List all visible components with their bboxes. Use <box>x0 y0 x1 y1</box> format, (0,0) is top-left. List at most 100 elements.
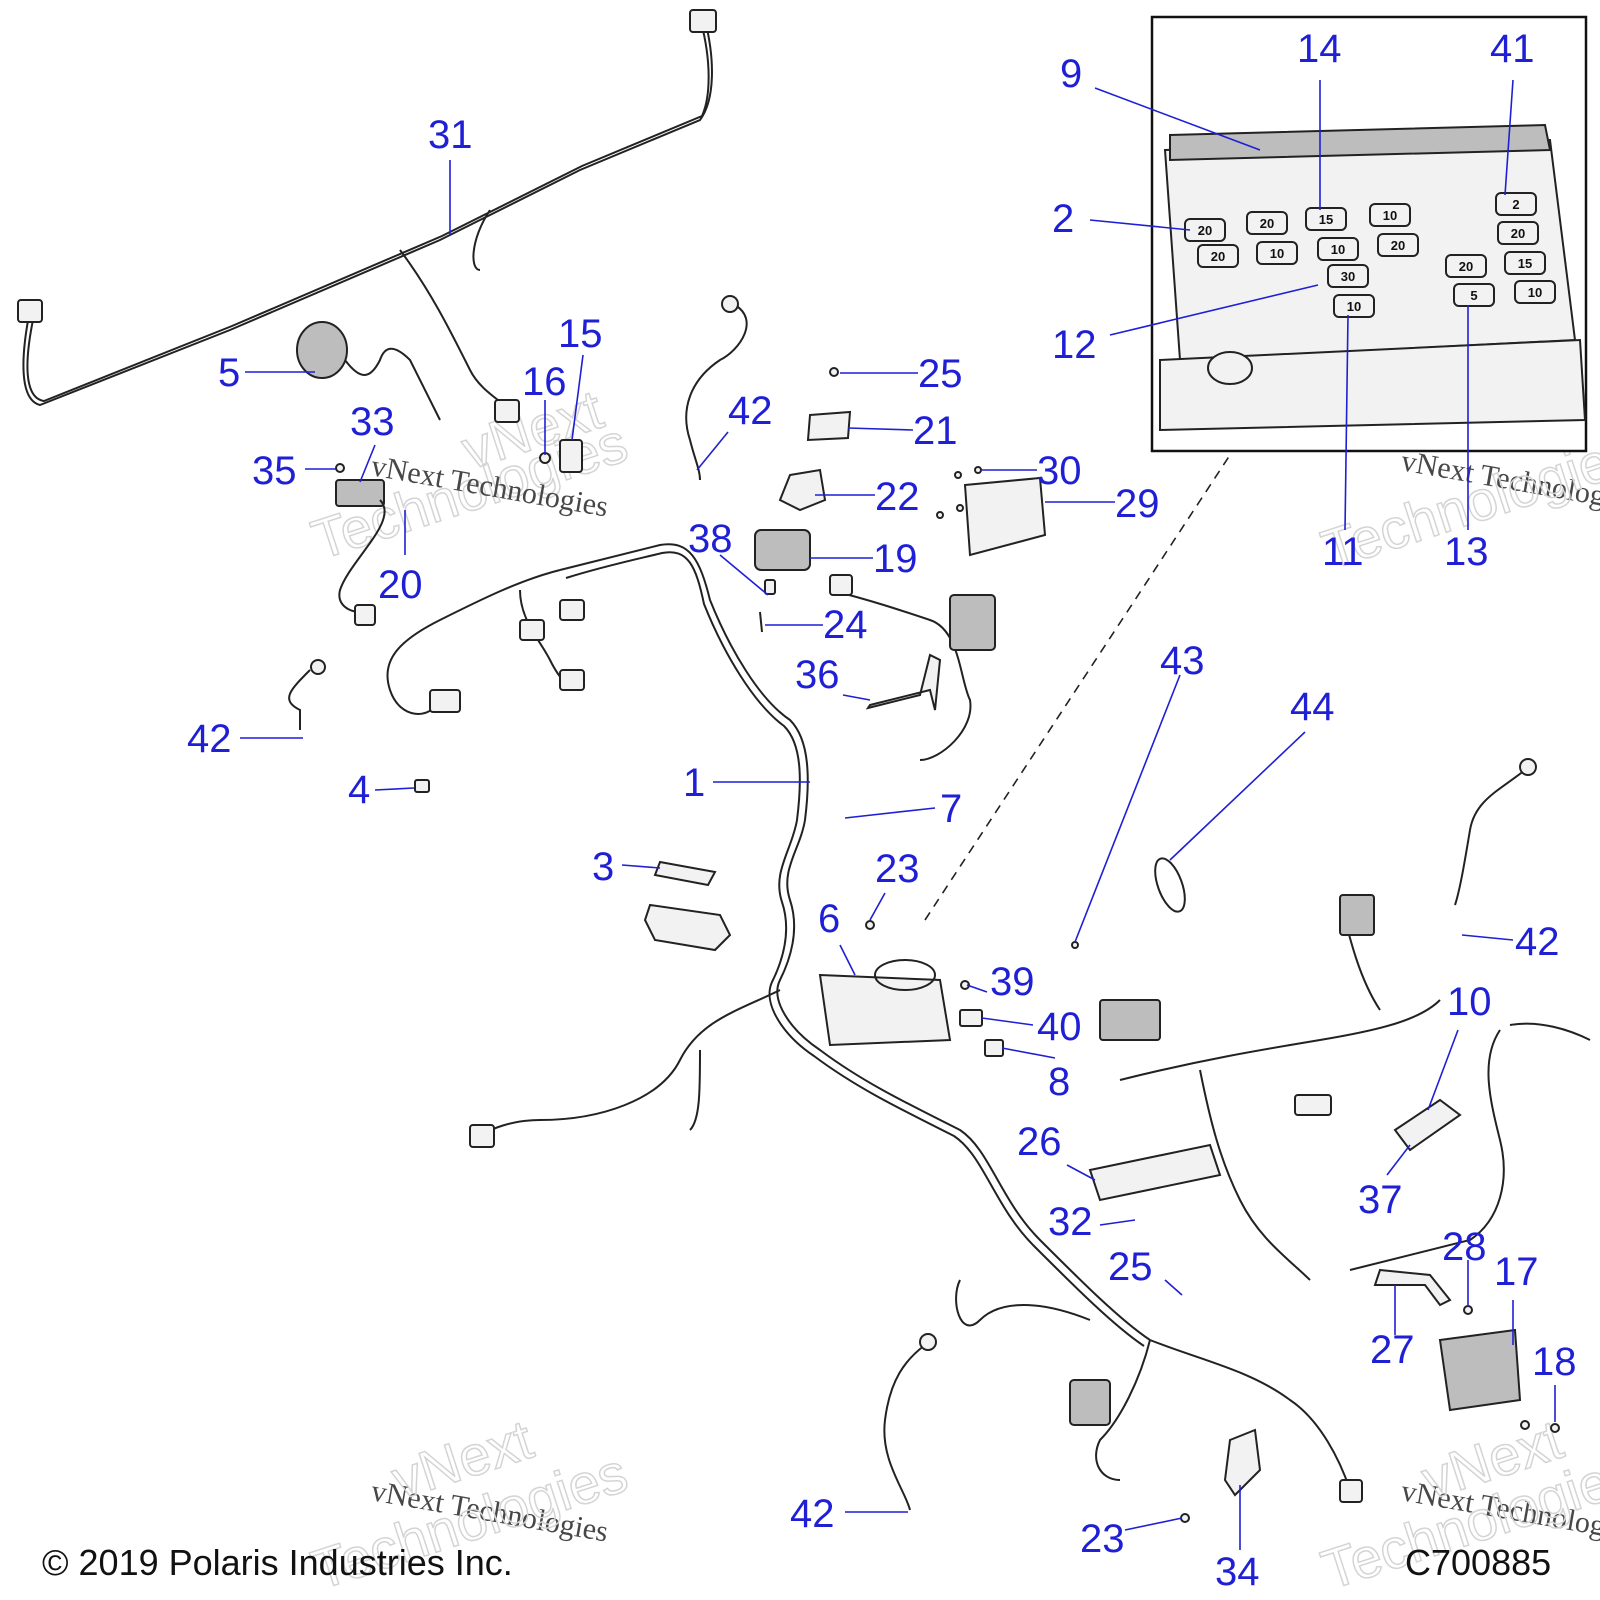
fuse-rating: 20 <box>1211 249 1225 264</box>
callout-3: 3 <box>592 845 614 889</box>
fuse: 10 <box>1369 203 1411 227</box>
leader-41 <box>1504 79 1514 196</box>
callout-20: 20 <box>378 563 423 607</box>
leader-44 <box>1169 731 1306 861</box>
connector <box>494 399 520 423</box>
leader-37 <box>1386 1144 1411 1176</box>
grommet-10 <box>1393 1098 1462 1152</box>
callout-labels: 31 5 16 15 33 35 20 42 4 42 25 21 22 38 … <box>187 27 1577 1594</box>
callout-21: 21 <box>913 409 958 453</box>
callout-10: 10 <box>1447 980 1492 1024</box>
callout-2: 2 <box>1052 197 1074 241</box>
callout-19: 19 <box>873 537 918 581</box>
part-30 <box>956 504 964 512</box>
part-18 <box>1520 1420 1530 1430</box>
callout-38: 38 <box>688 517 733 561</box>
part-8 <box>984 1039 1004 1057</box>
fuse-rating: 5 <box>1470 288 1477 303</box>
callout-12: 12 <box>1052 323 1097 367</box>
part-30 <box>974 466 982 474</box>
leader-23a <box>869 892 886 921</box>
regulator-17 <box>1438 1328 1522 1412</box>
rear-harness-connector <box>17 299 43 323</box>
part-38 <box>764 579 776 595</box>
fuse: 10 <box>1317 237 1359 261</box>
leader-10 <box>1427 1029 1459 1111</box>
part-19 <box>754 529 811 571</box>
callout-16: 16 <box>522 360 567 404</box>
part-23 <box>865 920 875 930</box>
leader-42b <box>696 431 729 471</box>
fuse-rating: 20 <box>1511 226 1525 241</box>
connector <box>1069 1379 1111 1426</box>
callout-11: 11 <box>1322 530 1364 574</box>
fuse-body <box>1256 241 1298 265</box>
callout-42: 42 <box>1515 920 1560 964</box>
watermark-group: Technologies vNext vNext Technologies vN… <box>303 356 1600 1600</box>
callout-22: 22 <box>875 475 920 519</box>
callout-1: 1 <box>683 761 705 805</box>
fuse: 30 <box>1327 264 1369 288</box>
leader-3 <box>621 864 661 869</box>
sensor-42-left-head <box>310 659 326 675</box>
harness-drawing <box>17 9 1591 1523</box>
harness-branch <box>472 209 491 271</box>
part-3 <box>653 860 717 887</box>
harness-branch <box>1095 1339 1151 1481</box>
fuse: 20 <box>1184 218 1226 242</box>
fuse-rating: 10 <box>1528 285 1542 300</box>
part-33 <box>335 479 385 507</box>
leader-15 <box>571 354 584 441</box>
leader-6 <box>839 944 856 976</box>
leader-43 <box>1074 674 1181 943</box>
rear-harness-31 <box>22 19 713 407</box>
connector <box>559 669 585 691</box>
harness-branch <box>1509 1022 1591 1041</box>
fuse-body <box>1369 203 1411 227</box>
fuse: 15 <box>1305 207 1347 231</box>
callout-28: 28 <box>1442 1225 1487 1269</box>
fuse-rating: 20 <box>1459 259 1473 274</box>
inset-base <box>1159 338 1587 432</box>
fuse-grid: 20 20 15 10 2 20 10 10 20 20 30 20 15 10… <box>1184 192 1556 318</box>
ecu-connector <box>949 594 996 651</box>
inset-relay-row <box>1169 123 1552 162</box>
callout-6: 6 <box>818 897 840 941</box>
fuse-box-loop <box>874 959 936 991</box>
harness-branch <box>1199 1069 1311 1281</box>
callout-23: 23 <box>1080 1517 1125 1561</box>
leader-9 <box>1094 87 1261 151</box>
callout-23: 23 <box>875 847 920 891</box>
leader-42c <box>1461 934 1514 941</box>
callout-31: 31 <box>428 113 473 157</box>
part-4 <box>414 779 430 793</box>
callout-39: 39 <box>990 960 1035 1004</box>
inset-reference-dashed-line <box>924 454 1231 921</box>
connector <box>429 689 461 713</box>
part-30 <box>954 471 962 479</box>
callout-18: 18 <box>1532 1340 1577 1384</box>
callout-41: 41 <box>1490 27 1535 71</box>
connector <box>559 599 585 621</box>
fuse-body <box>1504 251 1546 275</box>
wire-20 <box>338 499 386 613</box>
fuse-body <box>1453 283 1495 307</box>
connector-cluster <box>1099 999 1161 1041</box>
callout-30: 30 <box>1037 449 1082 493</box>
connector <box>519 619 545 641</box>
leader-39 <box>966 984 988 993</box>
callout-43: 43 <box>1160 639 1205 683</box>
leader-23b <box>1124 1517 1183 1531</box>
leader-7 <box>844 807 936 819</box>
harness-branch <box>829 589 972 761</box>
part-22 <box>778 468 827 512</box>
main-harness-1-outline <box>565 551 1145 1347</box>
fuse: 10 <box>1256 241 1298 265</box>
connector <box>829 574 853 596</box>
cable-tie-44 <box>1154 857 1186 913</box>
fuse-body <box>1495 192 1537 216</box>
leader-25b <box>1164 1279 1183 1296</box>
fuse-body <box>1514 280 1556 304</box>
callout-25: 25 <box>1108 1245 1153 1289</box>
part-28 <box>1463 1305 1473 1315</box>
